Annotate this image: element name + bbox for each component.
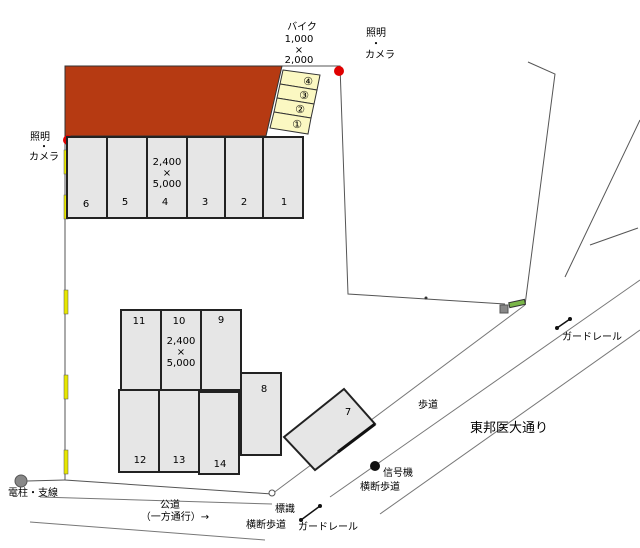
parking-space-9 bbox=[200, 309, 242, 391]
camera-left-label-2: ・ bbox=[39, 142, 49, 153]
guardrail-bottom-end-b bbox=[318, 504, 322, 508]
parking-space-14 bbox=[198, 391, 240, 475]
camera-top-label-1: 照明 bbox=[366, 27, 386, 39]
sign-label-2: 横断歩道 bbox=[246, 518, 286, 531]
space-label-9: 9 bbox=[218, 315, 224, 326]
parking-space-1 bbox=[262, 136, 304, 219]
signal-label-2: 横断歩道 bbox=[360, 480, 400, 493]
signal-dot bbox=[370, 461, 380, 471]
parking-space-3 bbox=[186, 136, 226, 219]
bike-parking: ④ ③ ② ① bbox=[269, 69, 321, 135]
bike-slot-1 bbox=[269, 111, 312, 135]
parking-row-top bbox=[66, 136, 304, 219]
bike-title: バイク bbox=[287, 21, 317, 33]
sidewalk-label: 歩道 bbox=[418, 398, 438, 411]
camera-top-label-2: ・ bbox=[371, 39, 381, 50]
space-size-mid-h: 5,000 bbox=[167, 358, 196, 369]
camera-dot-top bbox=[334, 66, 344, 76]
space-label-7: 7 bbox=[345, 407, 351, 418]
sign-dot bbox=[268, 489, 276, 497]
dirt-area bbox=[64, 65, 283, 137]
space-size-mid-w: 2,400 bbox=[167, 336, 196, 347]
space-label-12: 12 bbox=[134, 455, 147, 466]
space-label-2: 2 bbox=[241, 197, 247, 208]
parking-row-middle bbox=[120, 309, 242, 391]
guardrail-bottom bbox=[300, 505, 321, 521]
camera-top-label-3: カメラ bbox=[365, 49, 395, 61]
parking-space-4 bbox=[146, 136, 188, 219]
bike-size-h: 2,000 bbox=[285, 55, 314, 66]
bike-slot-label-4: ④ bbox=[303, 75, 313, 88]
bike-slot-label-3: ③ bbox=[299, 89, 309, 102]
bike-size-times: × bbox=[295, 45, 303, 56]
main-road-label: 東邦医大通り bbox=[470, 420, 548, 436]
parking-row-bottom bbox=[118, 372, 282, 475]
space-size-mid-x: × bbox=[177, 347, 185, 358]
signal-label-1: 信号機 bbox=[383, 466, 413, 479]
space-label-3: 3 bbox=[202, 197, 208, 208]
space-label-8: 8 bbox=[261, 384, 267, 395]
guardrail-top-label: ガードレール bbox=[562, 331, 622, 343]
curb-stop-7 bbox=[337, 422, 376, 454]
space-label-1: 1 bbox=[281, 197, 287, 208]
guardrail-bottom-label: ガードレール bbox=[298, 521, 358, 533]
utility-pole bbox=[14, 474, 28, 488]
parking-space-8 bbox=[240, 372, 282, 456]
space-label-11: 11 bbox=[133, 316, 146, 327]
space-label-10: 10 bbox=[173, 316, 186, 327]
parking-space-2 bbox=[224, 136, 264, 219]
space-label-6: 6 bbox=[83, 199, 89, 210]
camera-left-label-3: カメラ bbox=[29, 151, 59, 163]
bike-slot-label-1: ① bbox=[292, 118, 302, 131]
space-size-top-x: × bbox=[163, 168, 171, 179]
parking-space-13 bbox=[158, 389, 200, 473]
space-label-5: 5 bbox=[122, 197, 128, 208]
bike-slot-label-2: ② bbox=[295, 103, 305, 116]
pole-label: 電柱・支線 bbox=[8, 486, 58, 499]
camera-left-label-1: 照明 bbox=[30, 131, 50, 143]
bike-size-w: 1,000 bbox=[285, 34, 314, 45]
fence-marker bbox=[424, 296, 428, 300]
space-size-top-w: 2,400 bbox=[153, 157, 182, 168]
sign-label-1: 標識 bbox=[275, 502, 295, 515]
pole-wire bbox=[26, 479, 66, 482]
guardrail-top-end-a bbox=[555, 326, 559, 330]
bollard bbox=[508, 298, 527, 309]
public-road-label-2: （一方通行）→ bbox=[141, 510, 209, 523]
guardrail-top-end-b bbox=[568, 317, 572, 321]
guardrail-bottom-end-a bbox=[299, 518, 303, 522]
public-road-label-1: 公道 bbox=[160, 498, 180, 511]
space-label-13: 13 bbox=[173, 455, 186, 466]
guardrail-top bbox=[556, 318, 571, 329]
parking-space-7 bbox=[282, 387, 377, 472]
space-label-4: 4 bbox=[162, 197, 168, 208]
gate-box bbox=[499, 304, 509, 314]
space-label-14: 14 bbox=[214, 459, 227, 470]
space-size-top-h: 5,000 bbox=[153, 179, 182, 190]
